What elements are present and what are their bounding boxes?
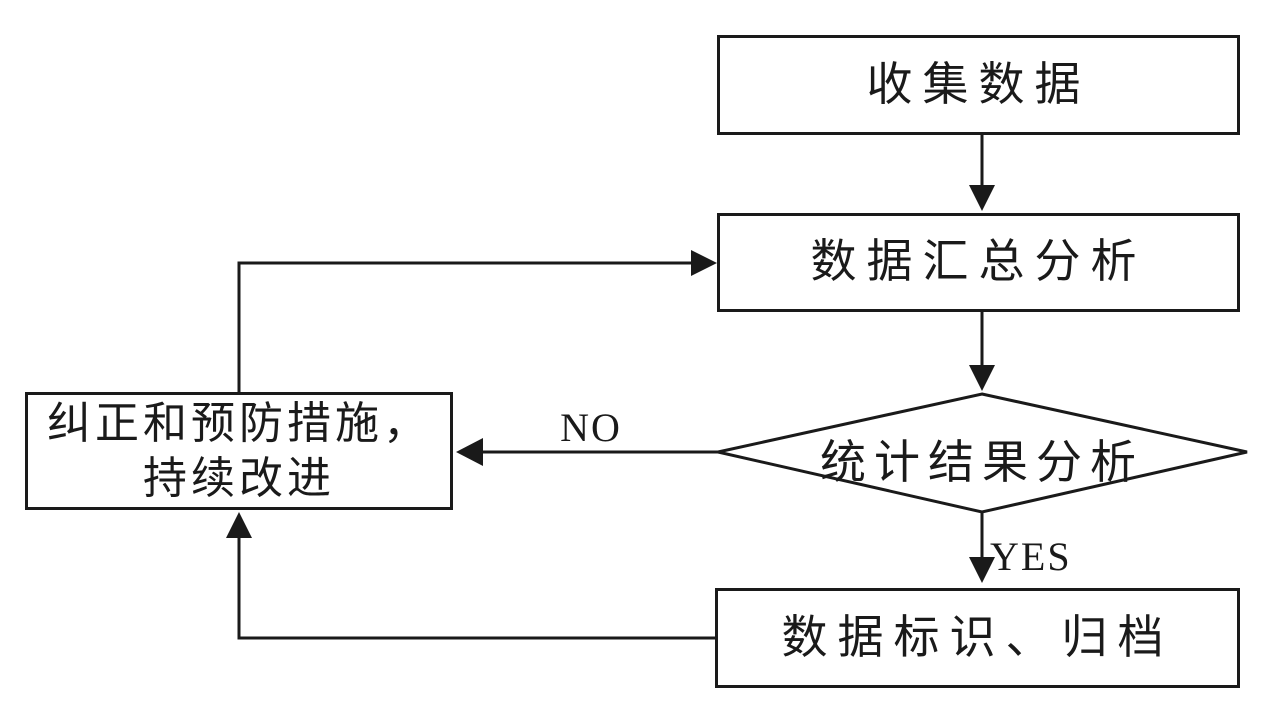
node-data-archive-label: 数据标识、归档 xyxy=(781,611,1174,663)
node-decision-label: 统计结果分析 xyxy=(820,437,1144,488)
arrow-no-head xyxy=(456,438,483,466)
arrow-corrective-to-summary-line xyxy=(237,261,694,392)
node-corrective-measures-label-line2: 持续改进 xyxy=(143,454,335,503)
arrow-summary-to-decision-head xyxy=(969,365,995,391)
node-corrective-measures: 纠正和预防措施， 持续改进 xyxy=(25,392,453,510)
node-data-summary-analysis: 数据汇总分析 xyxy=(717,213,1240,312)
node-data-summary-analysis-label: 数据汇总分析 xyxy=(810,236,1147,288)
arrow-corrective-to-summary-head xyxy=(691,250,717,276)
arrow-yes-head xyxy=(969,557,995,583)
node-corrective-measures-label-line1: 纠正和预防措施， xyxy=(47,399,431,448)
node-data-archive: 数据标识、归档 xyxy=(715,588,1240,688)
edge-label-no: NO xyxy=(560,405,622,450)
arrow-archive-to-corrective-line xyxy=(237,536,715,640)
arrow-collect-to-summary-head xyxy=(969,185,995,211)
edge-label-yes: YES xyxy=(990,534,1072,579)
node-collect-data-label: 收集数据 xyxy=(866,58,1091,110)
arrow-archive-to-corrective-head xyxy=(226,512,252,538)
node-collect-data: 收集数据 xyxy=(717,35,1240,135)
